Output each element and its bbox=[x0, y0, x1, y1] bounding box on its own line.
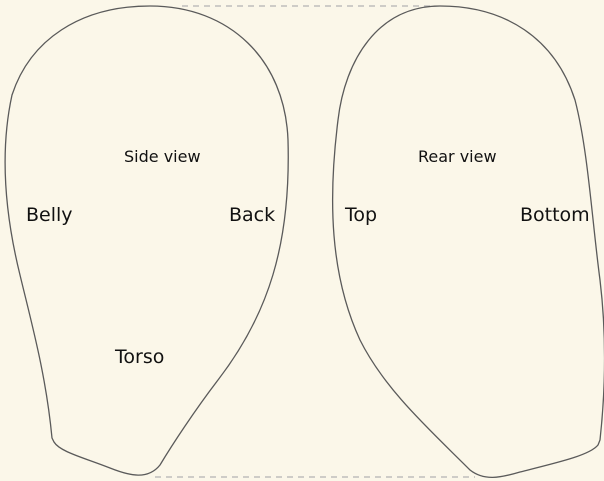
rear-view-outline bbox=[333, 6, 604, 477]
side-view-title: Side view bbox=[124, 149, 201, 165]
torso-label: Torso bbox=[115, 348, 164, 367]
side-view-outline bbox=[5, 6, 288, 475]
rear-view-title: Rear view bbox=[418, 149, 497, 165]
back-label: Back bbox=[229, 206, 275, 225]
belly-label: Belly bbox=[26, 206, 73, 225]
bottom-label: Bottom bbox=[520, 206, 590, 225]
top-label: Top bbox=[345, 206, 377, 225]
